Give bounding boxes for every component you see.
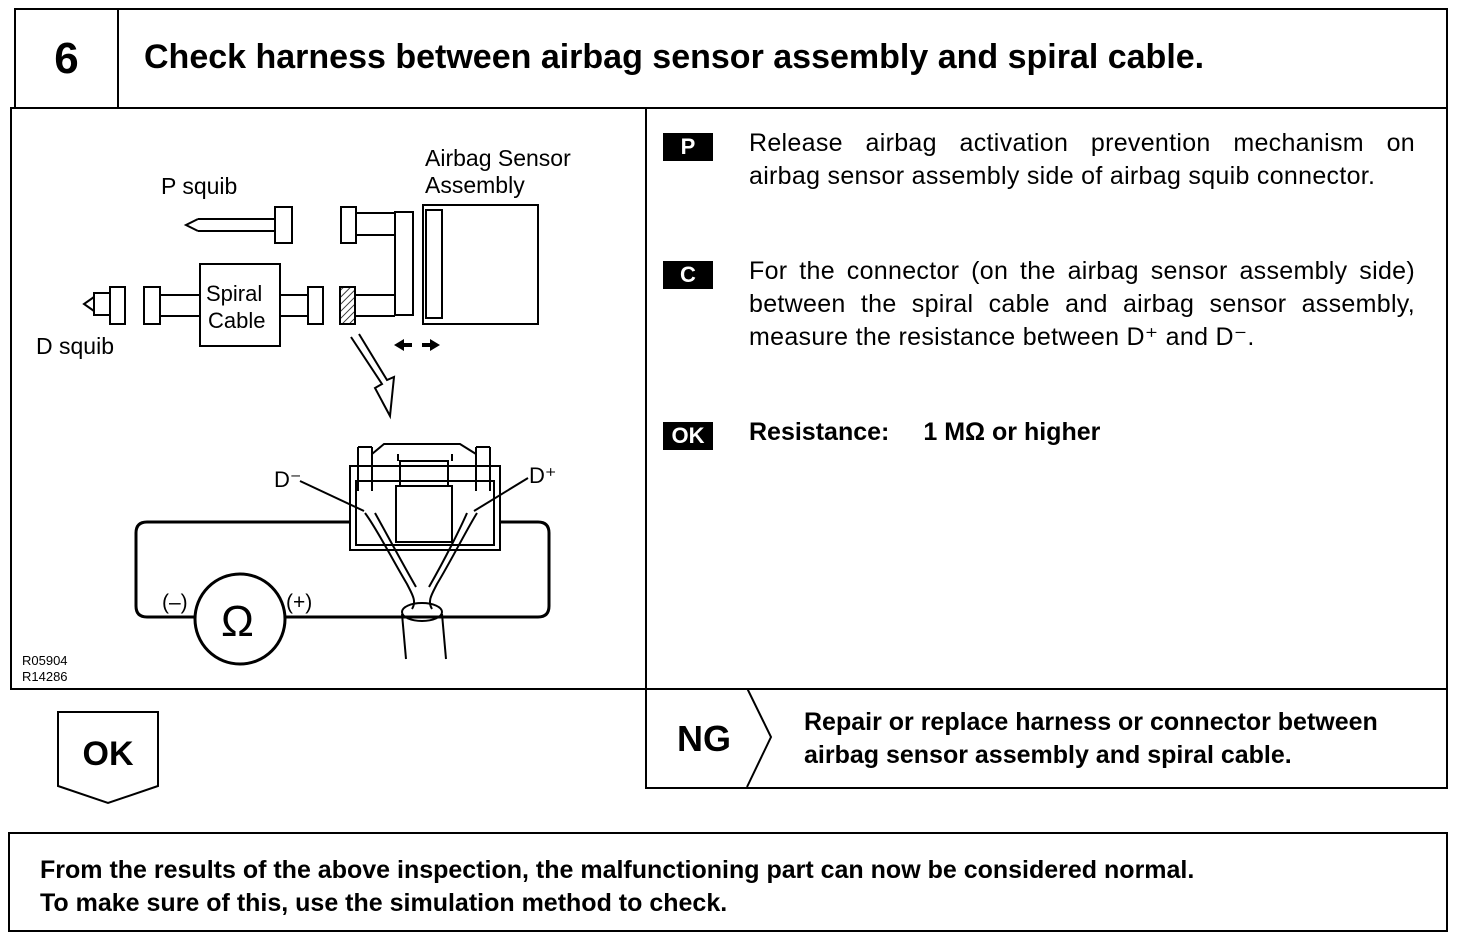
- ok-result-flag: OK: [57, 711, 159, 805]
- p-squib-connector: [183, 206, 395, 244]
- ohmmeter-icon: [193, 572, 287, 666]
- note-box: From the results of the above inspection…: [8, 832, 1448, 932]
- ohm-symbol: Ω: [221, 597, 254, 646]
- spec-value: 1 MΩ or higher: [923, 418, 1101, 446]
- spiral-cable: [199, 263, 281, 347]
- d-plus-leader: [473, 477, 529, 512]
- pos-terminal-label: (+): [286, 591, 312, 614]
- ref-code-1: R05904: [22, 653, 68, 668]
- airbag-sensor-label-1: Airbag Sensor: [425, 145, 571, 171]
- note-text: From the results of the above inspection…: [40, 854, 1194, 920]
- spiral-label-2: Cable: [208, 308, 265, 333]
- airbag-sensor-label-2: Assembly: [425, 172, 525, 198]
- ng-result-text: Repair or replace harness or connector b…: [804, 708, 1378, 769]
- probe-leads: [364, 512, 478, 660]
- step-header: 6 Check harness between airbag sensor as…: [14, 8, 1448, 109]
- ng-result-box: NG Repair or replace harness or connecto…: [645, 688, 1448, 789]
- note-line-2: To make sure of this, use the simulation…: [40, 889, 728, 917]
- d-squib-label: D squib: [36, 333, 114, 359]
- p-squib-label: P squib: [161, 173, 237, 199]
- note-line-1: From the results of the above inspection…: [40, 856, 1195, 884]
- instruction-c-text: For the connector (on the airbag sensor …: [749, 257, 1415, 351]
- instruction-p-text: Release airbag activation prevention mec…: [749, 129, 1415, 190]
- resistance-spec: Resistance: 1 MΩ or higher: [749, 418, 1100, 447]
- ohmmeter-circuit: [134, 520, 551, 666]
- tag-p-badge: P: [663, 133, 713, 161]
- ref-code-2: R14286: [22, 669, 68, 684]
- step-number: 6: [16, 10, 119, 107]
- ng-result-label: NG: [677, 718, 731, 759]
- double-arrow-icon: [394, 339, 440, 351]
- airbag-sensor-assembly: [422, 204, 539, 325]
- ng-chevron-icon: [746, 688, 773, 788]
- spec-label: Resistance:: [749, 418, 890, 446]
- d-minus-label: D⁻: [274, 467, 302, 492]
- neg-terminal-label: (–): [162, 591, 188, 614]
- hatched-connector: [339, 286, 356, 325]
- d-plus-label: D⁺: [529, 463, 557, 488]
- step-title: Check harness between airbag sensor asse…: [144, 38, 1205, 76]
- instruction-panel: P Release airbag activation prevention m…: [645, 107, 1448, 690]
- ok-result-label: OK: [83, 735, 134, 773]
- d-squib-connector: [82, 263, 395, 347]
- connector-detail: [349, 443, 501, 551]
- diagram-panel: Airbag Sensor Assembly P squib D squib: [10, 107, 647, 690]
- callout-arrow-icon: [350, 333, 396, 420]
- wiring-diagram: Airbag Sensor Assembly P squib D squib: [22, 145, 571, 684]
- tag-c-badge: C: [663, 261, 713, 289]
- tag-ok-badge: OK: [663, 422, 713, 450]
- sensor-connector: [394, 211, 414, 316]
- d-minus-leader: [299, 480, 365, 512]
- spiral-label-1: Spiral: [206, 281, 262, 306]
